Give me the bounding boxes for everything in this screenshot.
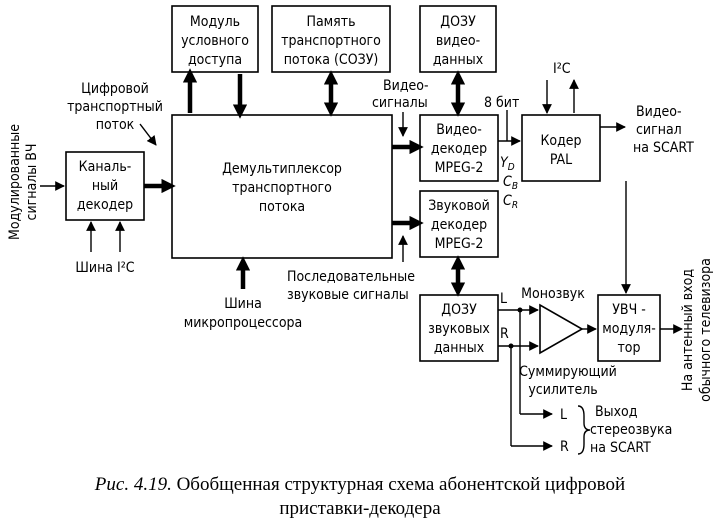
video-ram-line1: ДОЗУ [440,14,476,30]
svg-text:усилитель: усилитель [528,382,597,398]
caption-line1: Обобщенная структурная схема абонентской… [177,474,626,495]
svg-text:На антенный вход: На антенный вход [680,269,696,391]
audio-ram-line3: данных [434,340,485,356]
svg-text:сигнал: сигнал [636,122,682,138]
audio-decoder-line3: MPEG-2 [435,236,484,252]
channel-r-label: R [500,326,509,342]
video-out-label: Видео- сигнал на SCART [633,104,694,156]
svg-text:поток: поток [96,117,135,133]
demux-line2: транспортного [232,180,332,196]
bits-label: 8 бит [484,95,519,111]
out-l-label: L [560,407,567,423]
figure-caption: Рис. 4.19. Обобщенная структурная схема … [94,474,625,519]
video-ram-block: ДОЗУ видео- данных [419,5,497,73]
video-ram-line2: видео- [436,33,480,49]
mono-label: Монозвук [521,286,585,302]
video-ram-line3: данных [433,52,484,68]
transport-mem-line3: потока (СОЗУ) [284,52,379,68]
video-decoder-block: Видео- декодер MPEG-2 [419,114,499,182]
antenna-label: На антенный вход обычного телевизора [680,258,714,402]
uhf-mod-line3: тор [617,340,640,356]
cond-access-line1: Модуль [190,14,240,30]
svg-text:на SCART: на SCART [633,140,694,156]
cpu-bus-label: Шина микропроцессора [184,296,303,331]
cond-access-line2: условного [181,33,249,49]
transport-mem-line2: транспортного [281,33,381,49]
audio-decoder-line1: Звуковой [428,198,490,214]
demux-line1: Демультиплексор [222,161,342,177]
transport-memory-block: Память транспортного потока (СОЗУ) [271,5,391,73]
video-decoder-line1: Видео- [436,122,482,138]
svg-text:обычного телевизора: обычного телевизора [698,258,714,402]
summing-amp-label: Суммирующий усилитель [519,364,617,398]
svg-text:Рис. 4.19. Обобщенная структур: Рис. 4.19. Обобщенная структурная схема … [94,474,625,495]
uhf-mod-line1: УВЧ - [612,302,646,318]
audio-decoder-line2: декодер [431,217,487,233]
out-r-label: R [560,439,569,455]
caption-line2: приставки-декодера [279,498,441,519]
channel-decoder-line3: декодер [77,197,133,213]
audio-ram-line1: ДОЗУ [441,302,477,318]
digital-ts-label: Цифровой транспортный поток [67,81,163,133]
i2c-top-label: I²C [553,61,571,77]
svg-text:Модулированные: Модулированные [7,124,23,240]
svg-text:Выход: Выход [595,404,638,420]
svg-text:сигналы ВЧ: сигналы ВЧ [24,144,40,221]
thick-buses [144,68,466,297]
svg-text:Цифровой: Цифровой [81,81,149,97]
video-signals-label: Видео- сигналы [372,78,429,111]
svg-text:Шина: Шина [224,296,262,312]
svg-text:Видео-: Видео- [383,78,429,94]
i2c-bus-label: Шина I²C [75,260,134,276]
audio-decoder-block: Звуковой декодер MPEG-2 [419,190,499,258]
channel-decoder-line2: ный [92,178,118,194]
pal-coder-block: Кодер PAL [521,114,601,182]
svg-text:CR: CR [503,193,518,211]
demux-line3: потока [259,199,305,215]
channel-l-label: L [500,291,507,307]
summing-amplifier-triangle [539,303,584,355]
rf-input-label: Модулированные сигналы ВЧ [7,124,40,240]
svg-text:транспортный: транспортный [67,99,163,115]
stereo-out-label: Выход стереозвука на SCART [590,404,672,456]
video-decoder-line3: MPEG-2 [435,160,484,176]
uhf-mod-line2: модуля- [602,321,656,337]
svg-text:на SCART: на SCART [590,440,651,456]
svg-text:YD: YD [500,155,515,173]
transport-mem-line1: Память [306,14,355,30]
chroma-luma-labels: YD CB CR [500,155,518,211]
cond-access-line3: доступа [188,52,242,68]
audio-ram-block: ДОЗУ звуковых данных [419,294,499,362]
pal-coder-line1: Кодер [540,133,581,149]
cond-access-block: Модуль условного доступа [171,5,259,73]
svg-text:стереозвука: стереозвука [590,422,672,438]
svg-text:CB: CB [503,174,518,192]
channel-decoder-line1: Каналь- [79,159,132,175]
video-decoder-line2: декодер [431,141,487,157]
channel-decoder-block: Каналь- ный декодер [65,151,145,221]
thin-connections [40,79,683,455]
svg-text:Суммирующий: Суммирующий [519,364,617,380]
svg-text:микропроцессора: микропроцессора [184,315,303,331]
audio-ram-line2: звуковых [428,321,490,337]
demux-block: Демультиплексор транспортного потока [171,114,393,259]
caption-label: Рис. 4.19. [94,474,172,495]
pal-coder-line2: PAL [550,152,572,168]
serial-audio-label: Последовательные звуковые сигналы [287,269,415,303]
svg-text:Видео-: Видео- [636,104,682,120]
svg-text:сигналы: сигналы [372,95,428,111]
uhf-modulator-block: УВЧ - модуля- тор [597,294,661,362]
svg-text:звуковые сигналы: звуковые сигналы [287,287,409,303]
svg-text:Последовательные: Последовательные [287,269,415,285]
